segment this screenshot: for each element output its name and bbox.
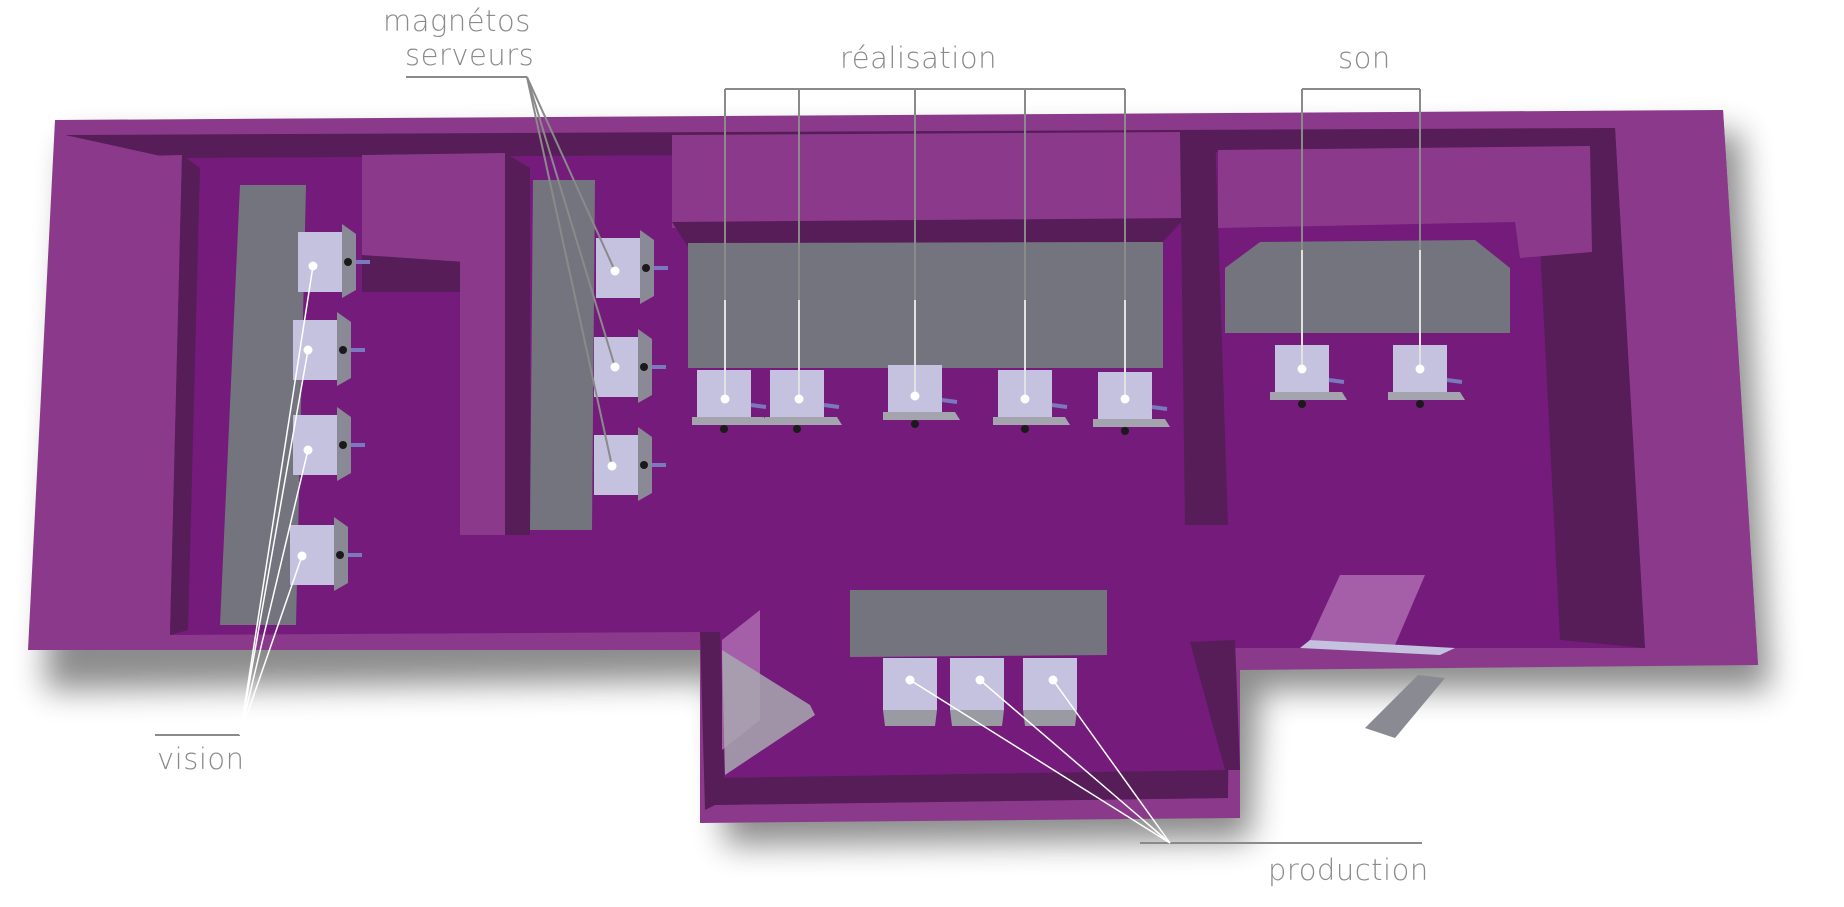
divider-column: [460, 255, 505, 535]
lower-bump-floor-wall: [712, 770, 1228, 805]
left-wall-block: [38, 155, 182, 640]
vision-chair-3: [293, 407, 365, 481]
label-magnetos: magnétos: [383, 4, 531, 38]
right-door-frame: [1300, 640, 1455, 655]
leader-lines: [155, 76, 1425, 844]
center-back-ledge-shade: [672, 218, 1185, 250]
magnetos-chair-2: [594, 329, 666, 403]
magnetos-chair-1: [596, 230, 668, 304]
right-door: [1310, 575, 1425, 645]
realisation-desk: [688, 242, 1163, 368]
production-chair-3: [1023, 658, 1077, 726]
left-door-frame: [722, 650, 815, 775]
son-divider: [1180, 132, 1228, 525]
vision-chair-1: [298, 224, 370, 298]
center-back-ledge: [672, 132, 1185, 228]
magnetos-chair-3: [594, 427, 666, 501]
left-wall-edge: [170, 155, 200, 635]
right-door-handle: [1365, 675, 1445, 738]
label-serveurs: serveurs: [405, 38, 535, 72]
production-chair-2: [950, 658, 1004, 726]
divider-top-shade: [362, 255, 465, 292]
right-wall-edge: [1535, 128, 1645, 648]
label-son: son: [1338, 41, 1391, 75]
lower-bump-left-wall: [700, 632, 725, 810]
desks: [220, 180, 1510, 657]
son-back-ledge: [1218, 146, 1592, 258]
label-production: production: [1268, 853, 1429, 887]
magnetos-desk: [530, 180, 595, 530]
divider-column-shade: [505, 153, 530, 535]
right-wall-block: [1615, 110, 1758, 665]
production-desk: [850, 590, 1107, 657]
son-desk: [1225, 240, 1510, 333]
realisation-chair-2: [765, 370, 842, 433]
label-vision: vision: [157, 742, 245, 776]
label-realisation: réalisation: [840, 41, 997, 75]
lower-bump-right-wall: [1190, 640, 1240, 770]
vision-desk: [220, 185, 306, 625]
